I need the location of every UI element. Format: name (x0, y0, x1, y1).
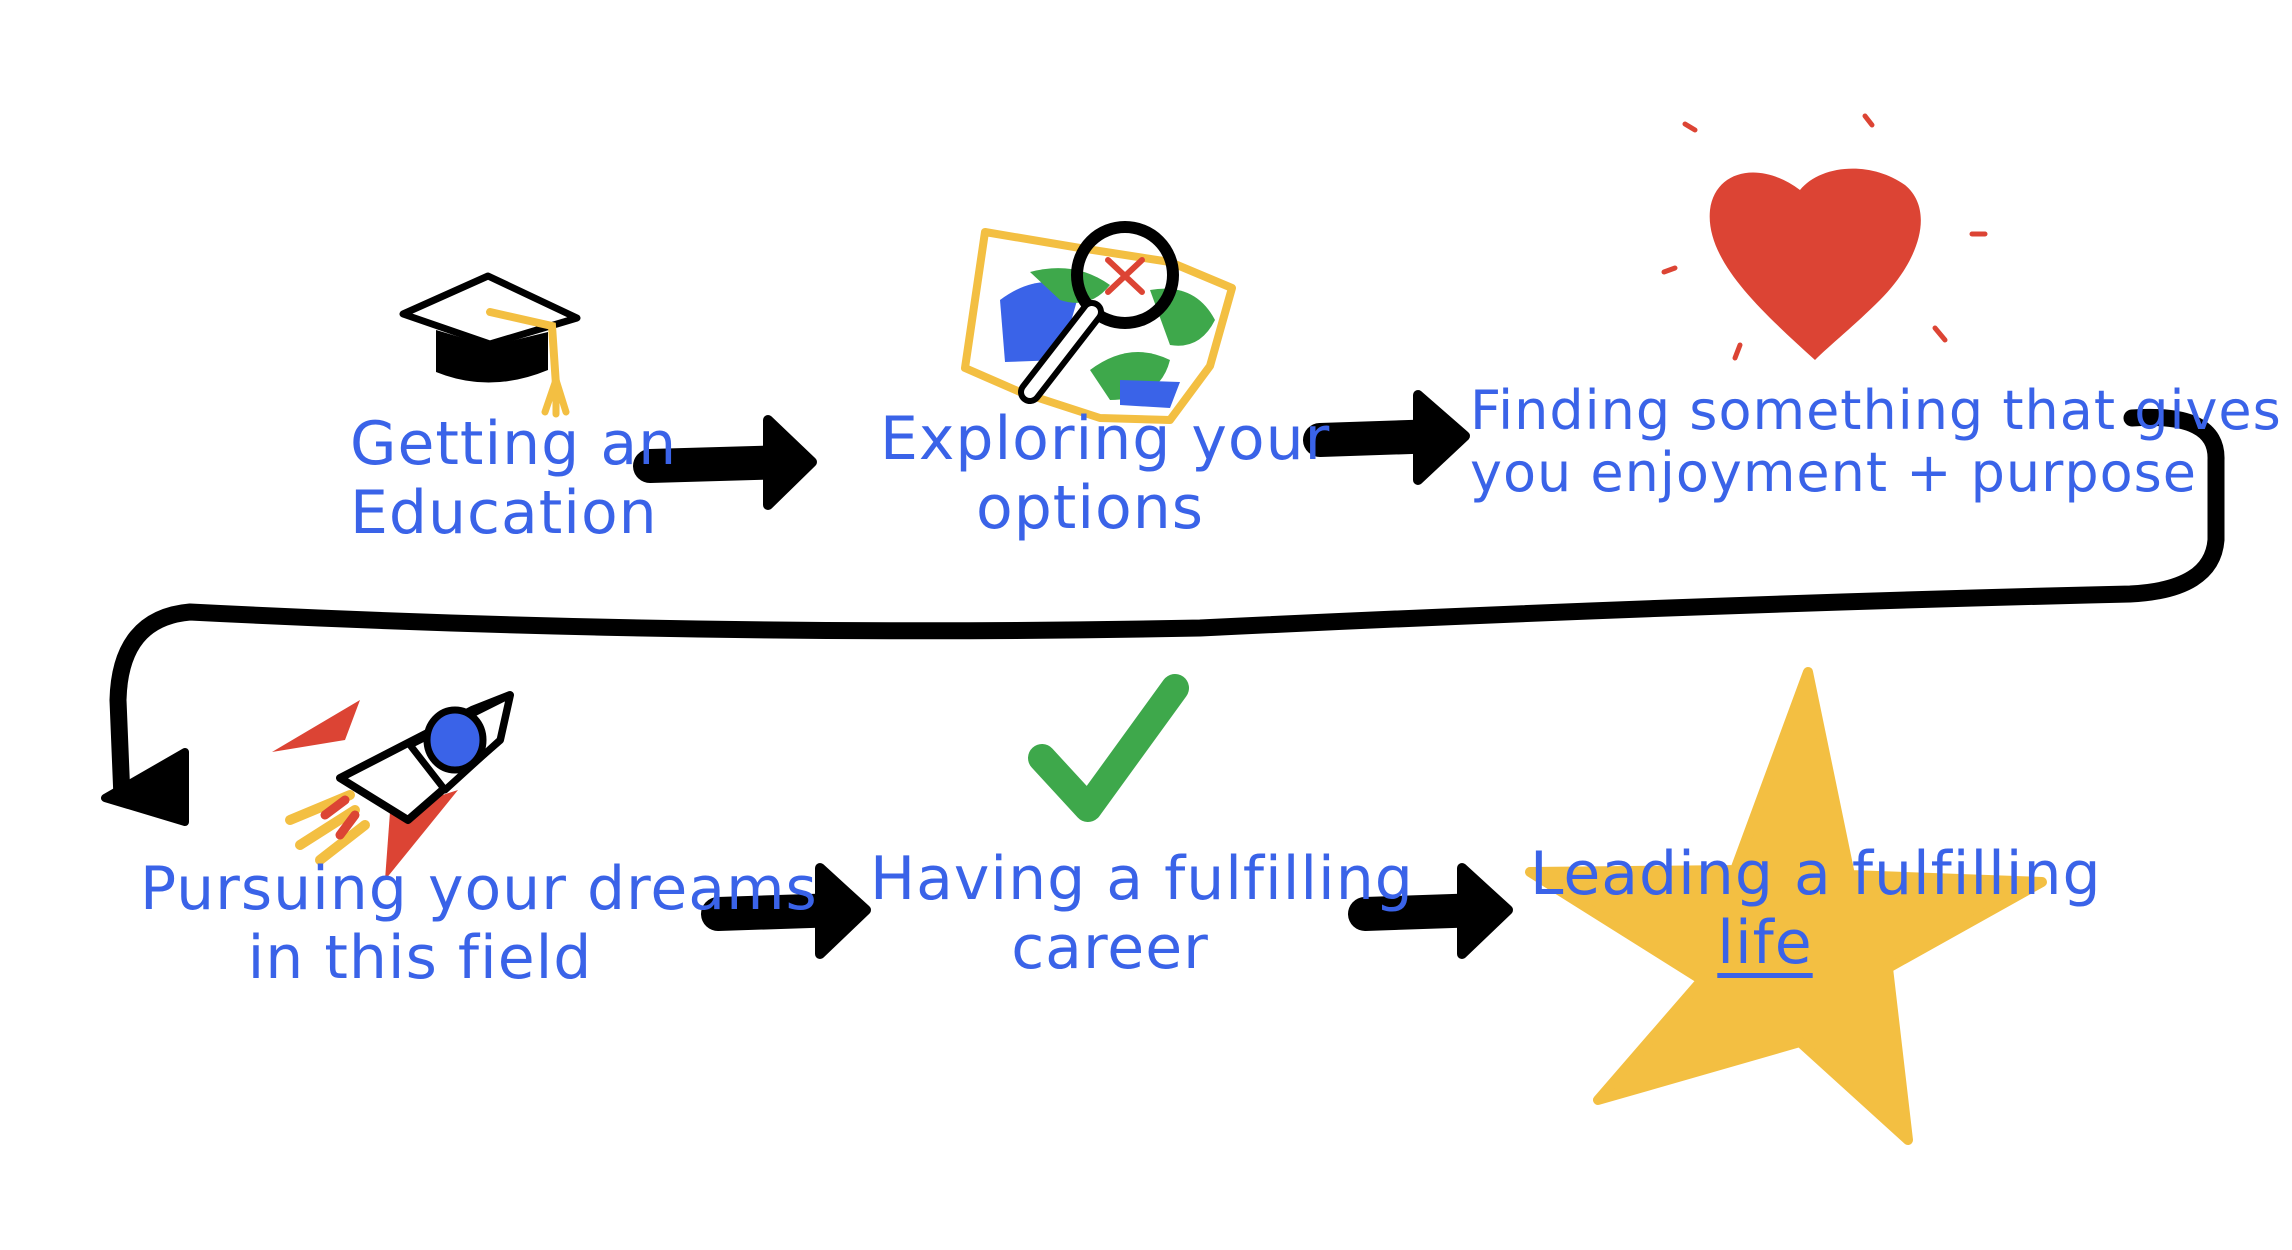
map-magnifier-icon (961, 221, 1236, 424)
arrow-5-to-6 (1348, 863, 1513, 959)
step-3-line-2: you enjoyment + purpose (1470, 441, 2198, 505)
step-6-line-1: Leading a fulfilling (1530, 839, 2102, 909)
step-label-education: Getting an Education (350, 409, 678, 548)
checkmark-icon (1028, 674, 1189, 822)
step-5-line-1: Having a fulfilling (870, 844, 1414, 914)
step-1-line-1: Getting an (350, 409, 678, 479)
step-2-line-1: Exploring your (880, 404, 1331, 474)
star-icon (1525, 667, 2047, 1145)
step-5-line-2: career (1011, 913, 1209, 983)
step-4-line-2: in this field (247, 923, 593, 993)
step-6-line-2: life (1717, 908, 1813, 978)
arrow-2-to-3 (1303, 390, 1470, 485)
step-label-pursuing: Pursuing your dreams in this field (140, 854, 818, 993)
heart-icon (1661, 113, 1988, 361)
step-3-line-1: Finding something that gives (1470, 379, 2282, 442)
step-label-exploring: Exploring your options (880, 404, 1331, 543)
graduation-cap-icon (399, 272, 581, 418)
arrow-1-to-2 (633, 415, 817, 510)
step-label-career: Having a fulfilling career (870, 844, 1414, 983)
step-label-finding: Finding something that gives you enjoyme… (1470, 379, 2282, 505)
step-label-life: Leading a fulfilling life (1530, 839, 2102, 978)
rocket-icon (272, 691, 514, 880)
arrow-3-to-4 (101, 408, 2225, 826)
arrow-4-to-5 (701, 863, 871, 959)
step-1-line-2: Education (350, 478, 658, 548)
step-4-line-1: Pursuing your dreams (140, 854, 818, 924)
step-2-line-2: options (976, 473, 1204, 543)
